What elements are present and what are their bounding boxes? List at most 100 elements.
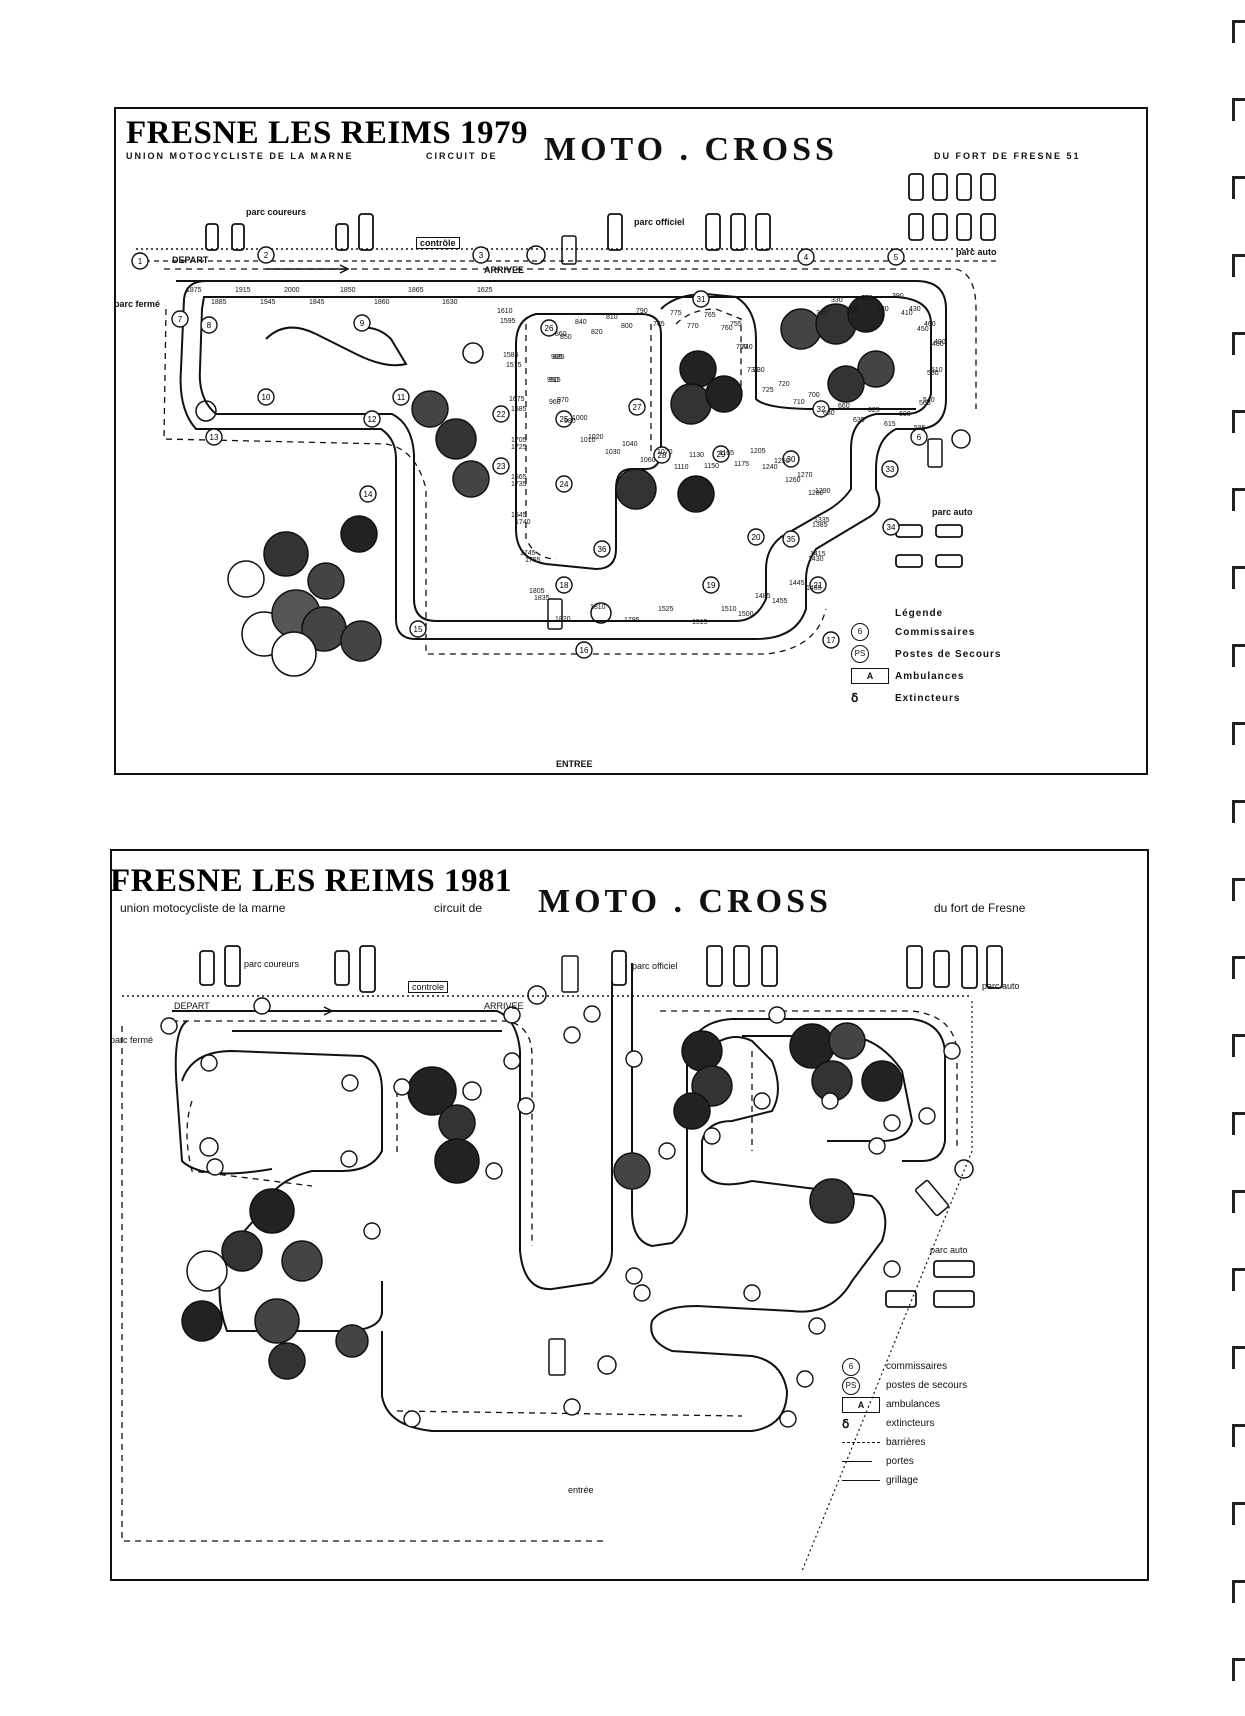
binder-tab [1232, 800, 1245, 823]
marshal-post-number: 14 [364, 490, 373, 499]
distance-marker: 1945 [260, 299, 276, 306]
distance-marker: 1150 [704, 463, 720, 470]
distance-marker: 950 [547, 377, 559, 384]
distance-marker: 1040 [622, 441, 638, 448]
distance-marker: 1280 [808, 490, 824, 497]
map-subtitle-right: DU FORT DE FRESNE 51 [934, 151, 1081, 161]
marshal-post-number: 12 [368, 415, 377, 424]
ambulance-icon: A [842, 1396, 880, 1413]
distance-marker: 320 [816, 310, 828, 317]
distance-marker: 850 [560, 334, 572, 341]
distance-marker: 710 [793, 399, 805, 406]
distance-marker: 800 [621, 323, 633, 330]
distance-marker: 1755 [525, 557, 541, 564]
binder-tab [1232, 956, 1245, 979]
distance-marker: 410 [901, 310, 913, 317]
distance-marker: 1435 [806, 585, 822, 592]
label-controle: contrôle [416, 237, 460, 249]
distance-marker: 1415 [810, 551, 826, 558]
legend-item: grillage [886, 1475, 919, 1486]
legend-item: ambulances [886, 1399, 940, 1410]
marshal-post-number: 29 [717, 450, 726, 459]
first-aid-icon: PS [851, 645, 869, 663]
distance-marker: 1205 [750, 448, 766, 455]
distance-marker: 1565 [511, 474, 527, 481]
binder-tab [1232, 410, 1245, 433]
binder-tab [1232, 566, 1245, 589]
distance-marker: 1740 [515, 519, 531, 526]
distance-marker: 725 [762, 387, 774, 394]
distance-marker: 775 [670, 310, 682, 317]
label-arrivee: ARRIVEE [484, 1001, 524, 1011]
label-parc-auto-top: parc auto [982, 981, 1020, 991]
distance-marker: 600 [899, 411, 911, 418]
distance-marker: 1915 [235, 287, 251, 294]
distance-marker: 390 [892, 293, 904, 300]
distance-marker: 1260 [785, 477, 801, 484]
distance-marker: 1175 [734, 461, 750, 468]
distance-marker: 490 [934, 339, 946, 346]
distance-marker: 1500 [738, 611, 754, 618]
binder-tab [1232, 1502, 1245, 1525]
legend-item: commissaires [886, 1361, 948, 1372]
distance-marker: 740 [741, 344, 753, 351]
distance-marker: 810 [606, 314, 618, 321]
distance-marker: 1290 [815, 488, 831, 495]
distance-marker: 1625 [477, 287, 493, 294]
distance-marker: 1250 [774, 458, 790, 465]
distance-marker: 1735 [511, 481, 527, 488]
distance-marker: 2000 [284, 287, 300, 294]
distance-marker: 1805 [529, 588, 545, 595]
label-controle: controle [408, 981, 449, 993]
barrier-line-icon [842, 1442, 880, 1443]
distance-marker: 350 [846, 308, 858, 315]
extinguisher-icon: ẟ [842, 1416, 850, 1431]
map-heading: MOTO . CROSS [544, 131, 838, 168]
distance-marker: 450 [917, 326, 929, 333]
distance-marker: 960 [549, 399, 561, 406]
distance-marker: 1595 [500, 318, 516, 325]
distance-marker: 680 [823, 410, 835, 417]
distance-marker: 1820 [555, 616, 571, 623]
legend-item: extincteurs [886, 1418, 935, 1429]
distance-marker: 1485 [755, 593, 771, 600]
label-parc-auto-side: parc auto [930, 1245, 968, 1255]
binder-tab [1232, 332, 1245, 355]
distance-marker: 1845 [309, 299, 325, 306]
binder-tab [1232, 176, 1245, 199]
map-1979: FRESNE LES REIMS 1979 UNION MOTOCYCLISTE… [114, 107, 1148, 775]
extinguisher-icon: ẟ [851, 691, 859, 705]
distance-marker: 1270 [797, 472, 813, 479]
label-parc-ferme: parc fermé [114, 299, 161, 309]
marshal-post-number: 32 [817, 405, 826, 414]
label-parc-auto-side: parc auto [932, 507, 973, 517]
distance-marker: 1030 [605, 449, 621, 456]
distance-marker: 1725 [511, 444, 527, 451]
binder-tab [1232, 254, 1245, 277]
distance-marker: 1510 [721, 606, 737, 613]
distance-marker: 1850 [340, 287, 356, 294]
distance-marker: 1810 [590, 604, 606, 611]
marshal-post-number: 11 [397, 393, 406, 402]
distance-marker: 430 [909, 306, 921, 313]
distance-marker: 1335 [814, 517, 830, 524]
binder-tab [1232, 1424, 1245, 1447]
ambulance-icon: A [851, 668, 889, 684]
distance-marker: 330 [831, 297, 843, 304]
marshal-post-number: 3 [479, 251, 484, 260]
marshal-post-number: 6 [917, 433, 922, 442]
distance-marker: 615 [884, 421, 896, 428]
label-depart: DEPART [172, 255, 209, 265]
distance-marker: 625 [868, 407, 880, 414]
marshal-post-number: 1 [138, 257, 143, 266]
map-subtitle-mid: CIRCUIT DE [426, 151, 498, 161]
marshal-post-number: 34 [887, 523, 896, 532]
marshal-post-number: 30 [787, 455, 796, 464]
binder-tab [1232, 1268, 1245, 1291]
binder-tab [1232, 1190, 1245, 1213]
distance-marker: 585 [914, 425, 926, 432]
distance-marker: 840 [575, 319, 587, 326]
marshal-post-number: 17 [827, 636, 836, 645]
distance-marker: 860 [555, 331, 567, 338]
label-parc-ferme: parc fermé [110, 1035, 154, 1045]
